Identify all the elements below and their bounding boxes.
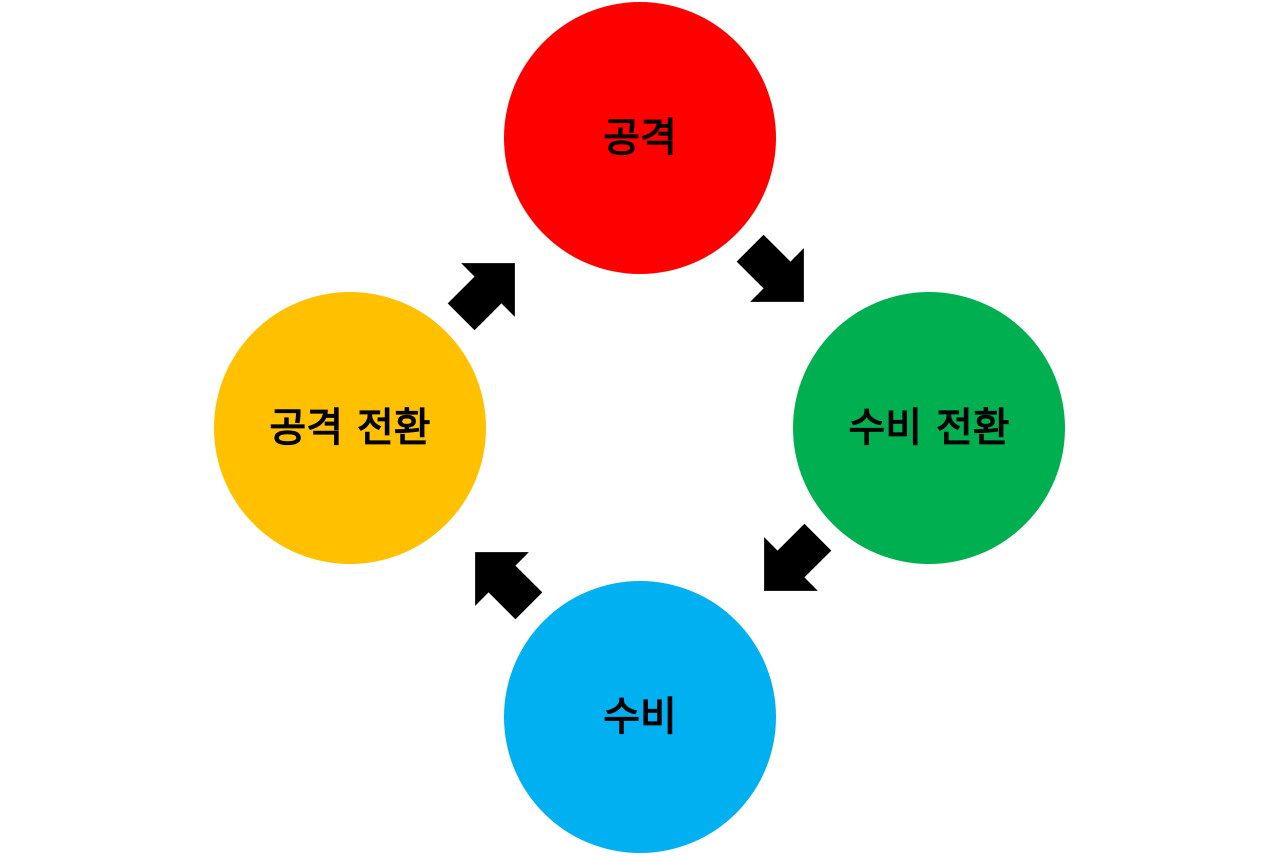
flow-arrow-attack-to-defense-transition	[736, 234, 804, 302]
node-attack-transition-circle	[214, 292, 486, 564]
flow-arrow-defense-transition-to-defense	[764, 523, 832, 591]
node-defense-label: 수비	[603, 694, 677, 740]
node-defense-transition-circle	[793, 292, 1065, 564]
node-attack-circle	[504, 2, 776, 274]
node-attack-transition-label: 공격 전환	[269, 405, 430, 451]
flow-arrow-defense-to-attack-transition	[475, 552, 543, 620]
node-defense-transition: 수비 전환	[793, 292, 1065, 564]
node-defense: 수비	[504, 581, 776, 853]
node-defense-circle	[504, 581, 776, 853]
node-defense-transition-label: 수비 전환	[848, 405, 1009, 451]
node-attack-transition: 공격 전환	[214, 292, 486, 564]
node-attack: 공격	[504, 2, 776, 274]
flow-arrow-attack-transition-to-attack	[447, 263, 515, 331]
node-attack-label: 공격	[603, 115, 677, 161]
